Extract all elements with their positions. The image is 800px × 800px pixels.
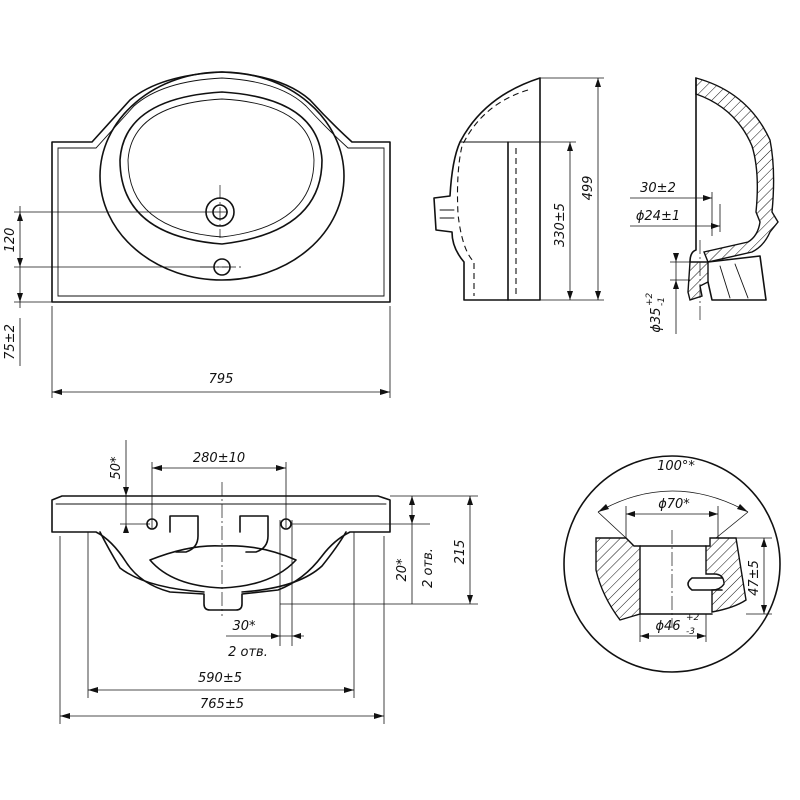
dim-arc-100: [597, 490, 749, 513]
dim-590-label: 590±5: [198, 671, 242, 686]
basin-bowl-inner: [127, 98, 315, 238]
dim-47-label: 47±5: [747, 560, 762, 596]
holes-note-bottom: 2 отв.: [228, 645, 268, 660]
basin-outer-rim: [99, 71, 345, 281]
dim-280-label: 280±10: [193, 451, 245, 466]
side-view: 330±5 499: [433, 77, 604, 301]
section-drain-neck: [687, 261, 709, 301]
front-view-outline: [51, 495, 391, 611]
dim-35-tol-upper: +2: [645, 292, 655, 306]
basin-bowl: [119, 91, 323, 245]
dim-795-label: 795: [209, 372, 234, 387]
detail-slot: [687, 577, 723, 591]
dim-46-label: ϕ46: [655, 619, 680, 634]
top-view-outline: [51, 71, 391, 303]
top-view-inner-outline: [57, 77, 385, 297]
dim-100-label: 100°*: [657, 459, 695, 474]
detail-hatched-right: [705, 537, 747, 613]
front-view-inner-basin: [149, 544, 297, 589]
dim-46-tol-upper: +2: [686, 613, 700, 623]
top-view: 120 75±2 795: [3, 71, 391, 398]
front-view-tap-boss-left: [169, 515, 199, 553]
dim-330-label: 330±5: [553, 203, 568, 247]
front-view-bowl-profile: [99, 531, 347, 593]
dim-35-tol-lower: -1: [657, 297, 667, 306]
section-inner-wall: [689, 93, 697, 263]
dim-765-label: 765±5: [200, 697, 244, 712]
front-view-tap-boss-right: [239, 515, 269, 553]
dim-30-front-label: 30*: [232, 619, 256, 634]
dim-50-label: 50*: [109, 456, 124, 480]
dim-30-label: 30±2: [640, 181, 676, 196]
dim-75-label: 75±2: [3, 324, 18, 360]
detail-circle: [563, 455, 781, 673]
dim-46-tol-lower: -3: [686, 627, 695, 637]
detail-hatched-left: [595, 537, 641, 621]
holes-note-right: 2 отв.: [421, 548, 436, 588]
dim-499-label: 499: [581, 176, 596, 201]
dim-35-label: ϕ35: [649, 307, 664, 332]
dim-120-label: 120: [3, 228, 18, 253]
dim-215-label: 215: [453, 540, 468, 565]
side-view-outline: [433, 77, 541, 301]
dim-20-label: 20*: [395, 558, 410, 582]
section-hatched-shell: [695, 77, 779, 263]
dim-24-label: ϕ24±1: [636, 209, 680, 224]
front-view: 280±10 50* 20* 2 отв. 215 30* 2 отв.: [51, 440, 478, 724]
detail-view: 100°* ϕ70* 47±5 ϕ46 +2 -3: [563, 455, 781, 673]
section-view: 30±2 ϕ24±1 ϕ35 +2 -1: [630, 77, 779, 334]
side-view-hidden-bowl: [456, 89, 529, 296]
dim-35-label-group: ϕ35 +2 -1: [645, 292, 667, 332]
dim-70-label: ϕ70*: [658, 497, 690, 512]
section-foot: [707, 255, 767, 301]
